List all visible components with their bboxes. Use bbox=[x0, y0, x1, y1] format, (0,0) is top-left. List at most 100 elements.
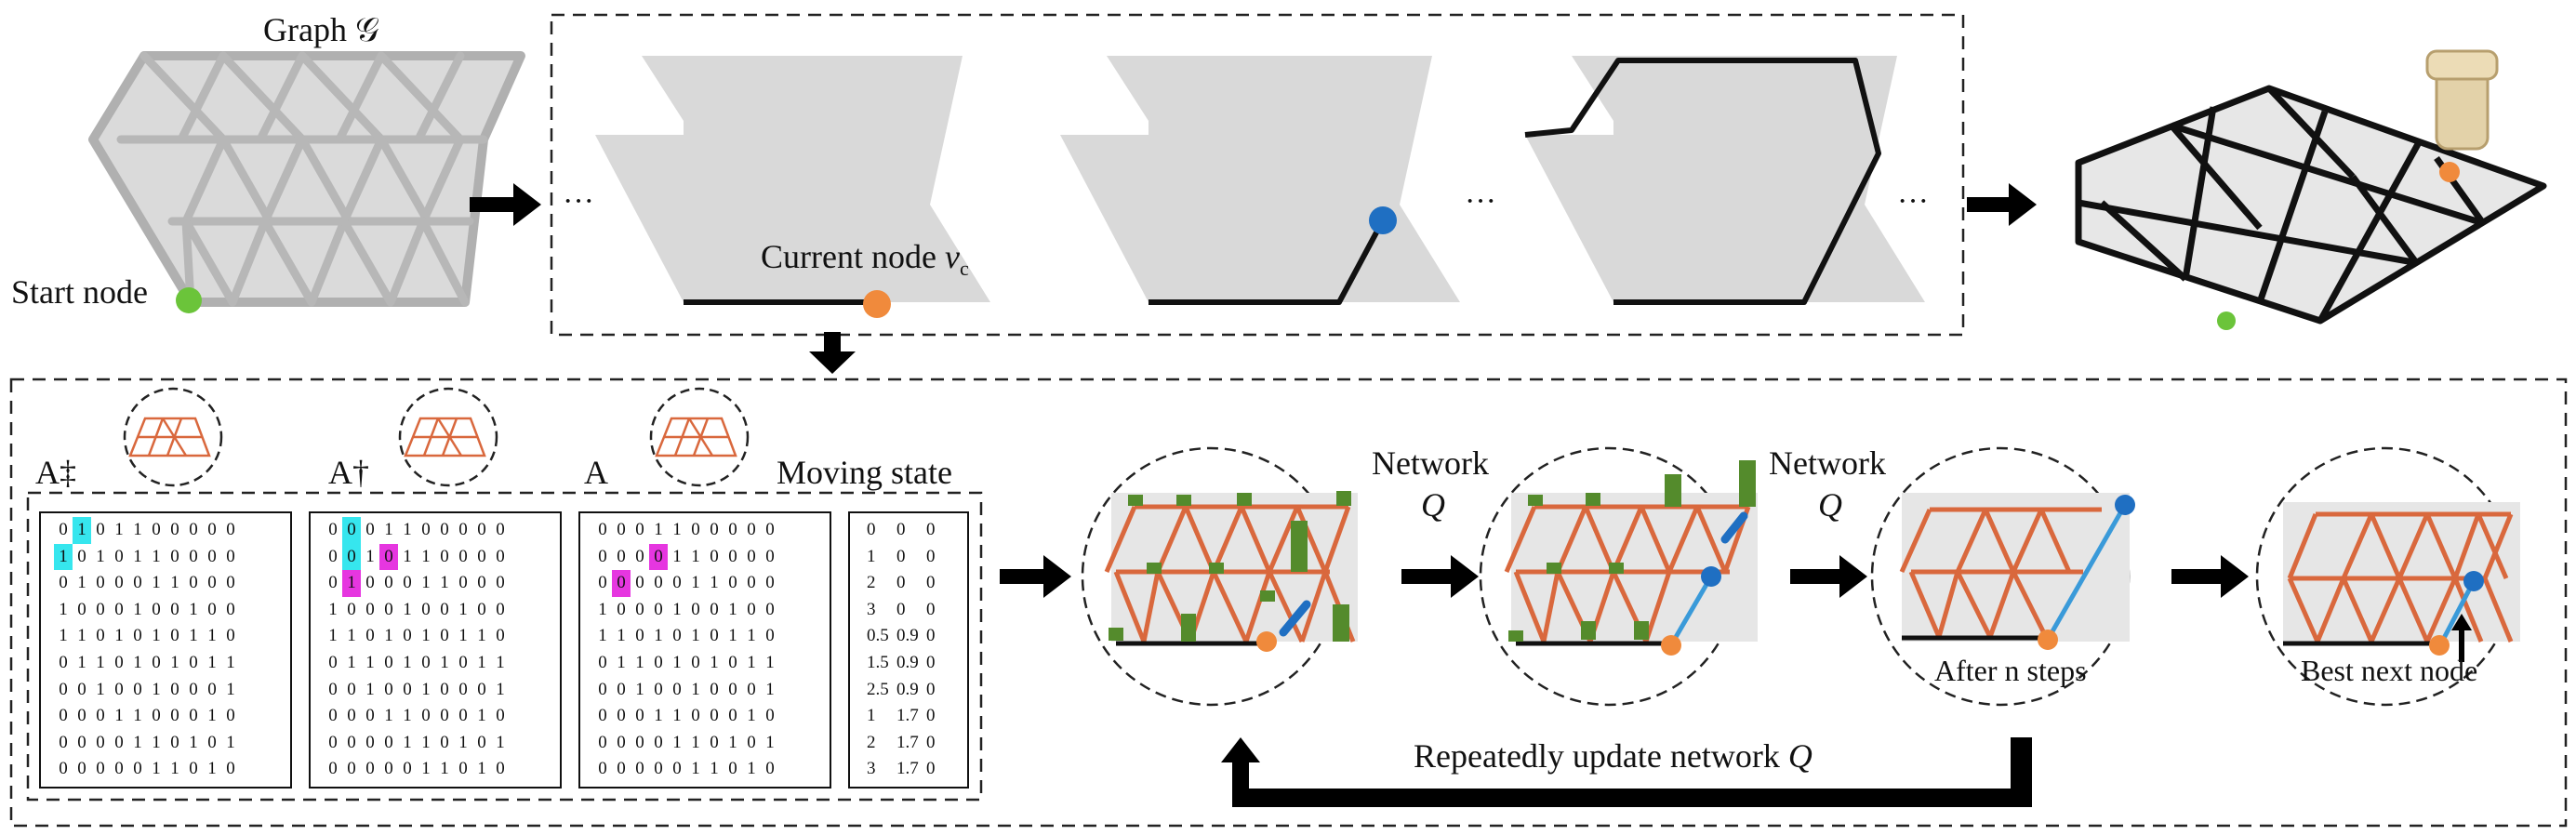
matrix-cell: 0 bbox=[598, 652, 607, 672]
matrix-cell: 0 bbox=[728, 573, 737, 593]
matrix-cell: 1 bbox=[384, 706, 393, 726]
matrix-cell: 0 bbox=[728, 546, 737, 566]
matrix-cell: 1 bbox=[207, 626, 217, 646]
matrix-cell: 1 bbox=[96, 679, 105, 699]
matrix-cell: 0 bbox=[691, 599, 700, 619]
matrix-cell: 1 bbox=[691, 626, 700, 646]
matrix-cell: 1 bbox=[328, 626, 338, 646]
arrow-right bbox=[1401, 555, 1479, 598]
matrix-cell: 0 bbox=[765, 626, 775, 646]
best-node-circle bbox=[2255, 446, 2520, 707]
matrix-cell: 0 bbox=[598, 706, 607, 726]
matrix-cell: 0 bbox=[170, 732, 179, 752]
arrow-right bbox=[2171, 555, 2249, 598]
matrix-cell: 0 bbox=[59, 679, 68, 699]
moving-state-cell: 0.5 bbox=[867, 626, 889, 646]
matrix-cell: 0 bbox=[114, 546, 124, 566]
matrix-cell: 0 bbox=[189, 759, 198, 779]
matrix-cell: 0 bbox=[617, 599, 626, 619]
matrix-cell: 0 bbox=[347, 706, 356, 726]
matrix-cell: 0 bbox=[226, 626, 235, 646]
matrix-cell: 0 bbox=[133, 679, 142, 699]
q-symbol-text: Q bbox=[1818, 486, 1842, 524]
matrix-cell: 0 bbox=[710, 679, 719, 699]
matrix-cell: 0 bbox=[728, 706, 737, 726]
matrix-cell: 0 bbox=[365, 706, 375, 726]
matrix-cell: 0 bbox=[59, 573, 68, 593]
matrix-cell: 0 bbox=[133, 626, 142, 646]
matrix-cell: 1 bbox=[747, 706, 756, 726]
arrow-right bbox=[470, 183, 541, 226]
matrix-cell: 1 bbox=[477, 706, 486, 726]
matrix-cell: 1 bbox=[133, 652, 142, 672]
steps-dashed-frame bbox=[550, 13, 1965, 337]
matrix-cell: 0 bbox=[672, 573, 682, 593]
matrix-cell: 0 bbox=[421, 520, 431, 539]
matrix-cell: 1 bbox=[710, 573, 719, 593]
ellipsis: ··· bbox=[563, 184, 594, 219]
matrix-cell: 1 bbox=[672, 652, 682, 672]
step-panel-3 bbox=[1524, 56, 1925, 305]
matrix-cell: 0 bbox=[59, 732, 68, 752]
matrix-cell: 1 bbox=[747, 626, 756, 646]
moving-state-cell: 1.7 bbox=[896, 706, 919, 726]
matrix-cell: 1 bbox=[152, 732, 161, 752]
matrix-cell: 0 bbox=[328, 520, 338, 539]
matrix-cell: 0 bbox=[403, 759, 412, 779]
arrow-right bbox=[1967, 183, 2037, 226]
feedback-loop-arrow bbox=[1221, 737, 2032, 807]
matrix-cell: 0 bbox=[728, 759, 737, 779]
matrix-cell: 0 bbox=[403, 626, 412, 646]
matrix-cell: 1 bbox=[421, 679, 431, 699]
matrix-cell: 1 bbox=[617, 626, 626, 646]
matrix-cell: 0 bbox=[152, 652, 161, 672]
step-panel-1 bbox=[595, 56, 990, 318]
moving-state-cell: 3 bbox=[867, 759, 876, 779]
matrix-cell: 1 bbox=[347, 652, 356, 672]
thumb-circles bbox=[123, 387, 750, 487]
matrix-cell: 0 bbox=[207, 599, 217, 619]
matrix-cell: 0 bbox=[496, 706, 505, 726]
matrix-cell: 1 bbox=[77, 573, 86, 593]
matrix-cell: 0 bbox=[379, 543, 398, 571]
matrix-cell: 0 bbox=[654, 652, 663, 672]
matrix-cell: 1 bbox=[152, 573, 161, 593]
matrix-cell: 1 bbox=[765, 732, 775, 752]
matrix-cell: 0 bbox=[384, 732, 393, 752]
matrix-cell: 0 bbox=[635, 626, 644, 646]
matrix-cell: 0 bbox=[114, 759, 124, 779]
matrix-cell: 0 bbox=[59, 706, 68, 726]
moving-state-cell: 1 bbox=[867, 546, 876, 566]
matrix-cell: 0 bbox=[347, 732, 356, 752]
moving-state-cell: 2 bbox=[867, 732, 876, 752]
matrix-cell: 0 bbox=[440, 520, 449, 539]
matrix-cell: 1 bbox=[496, 652, 505, 672]
matrix-cell: 0 bbox=[672, 626, 682, 646]
matrix-cell: 1 bbox=[133, 599, 142, 619]
matrix-cell: 0 bbox=[384, 679, 393, 699]
matrix-cell: 1 bbox=[691, 573, 700, 593]
matrix-cell: 1 bbox=[384, 520, 393, 539]
matrix-cell: 1 bbox=[477, 652, 486, 672]
matrix-cell: 0 bbox=[170, 546, 179, 566]
moving-state-cell: 1.5 bbox=[867, 652, 889, 672]
moving-state-cell: 0.9 bbox=[896, 679, 919, 699]
matrix-cell: 0 bbox=[747, 732, 756, 752]
matrix-cell: 0 bbox=[458, 652, 468, 672]
matrix-cell: 0 bbox=[59, 652, 68, 672]
matrix-cell: 0 bbox=[96, 599, 105, 619]
current-node-text: Current node bbox=[761, 238, 945, 275]
matrix-cell: 0 bbox=[458, 759, 468, 779]
matrix-cell: 0 bbox=[477, 573, 486, 593]
